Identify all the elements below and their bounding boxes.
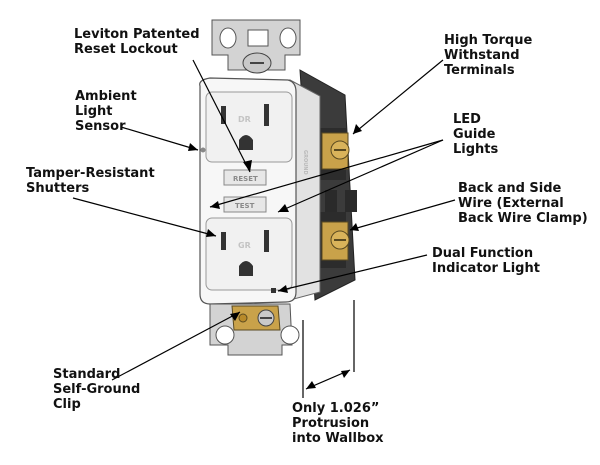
led-guide-lights-label: LED Guide Lights [453, 112, 499, 157]
upper-terminal [321, 132, 350, 170]
back-wire-clamp [325, 190, 357, 212]
self-ground-clip [231, 305, 281, 331]
self-ground-callout-line [111, 311, 241, 381]
dual-function-indicator [271, 288, 276, 293]
side-ground-text: GROUND [302, 150, 308, 175]
tamper-callout-line [72, 197, 217, 237]
self-ground-clip-label: Standard Self-Ground Clip [53, 367, 141, 412]
top-mounting-strap [211, 19, 301, 71]
top-strap-screw [242, 52, 272, 74]
callout-lines [72, 59, 456, 398]
ambient-light-callout-line [120, 126, 199, 151]
leviton-callout-line [192, 59, 251, 173]
lower-terminal [321, 221, 350, 261]
dual-function-callout-line [277, 254, 428, 292]
dual-function-indicator-label: Dual Function Indicator Light [432, 246, 540, 276]
reset-button[interactable] [223, 169, 267, 186]
led-guide-callout-line-2 [277, 139, 444, 213]
back-side-wire-callout-line [349, 199, 456, 231]
ambient-light-sensor-label: Ambient Light Sensor [75, 89, 137, 134]
tamper-resistant-shutters-label: Tamper-Resistant Shutters [26, 166, 155, 196]
led-guide-callout-line-1 [209, 139, 444, 208]
outlet-front-face: DR RESET TEST GR [199, 77, 297, 305]
high-torque-terminals-label: High Torque Withstand Terminals [444, 33, 533, 78]
callout-arrowheads [188, 124, 362, 389]
protrusion-label: Only 1.026” Protrusion into Wallbox [292, 401, 384, 446]
ambient-light-sensor [200, 147, 206, 153]
high-torque-callout-line [352, 59, 444, 135]
top-emboss-text: DR [238, 115, 251, 124]
leviton-reset-lockout-label: Leviton Patented Reset Lockout [74, 27, 200, 57]
test-button-label: TEST [235, 202, 255, 210]
reset-button-label: RESET [233, 175, 258, 183]
back-side-wire-label: Back and Side Wire (External Back Wire C… [458, 181, 588, 226]
bottom-emboss-text: GR [238, 241, 251, 250]
